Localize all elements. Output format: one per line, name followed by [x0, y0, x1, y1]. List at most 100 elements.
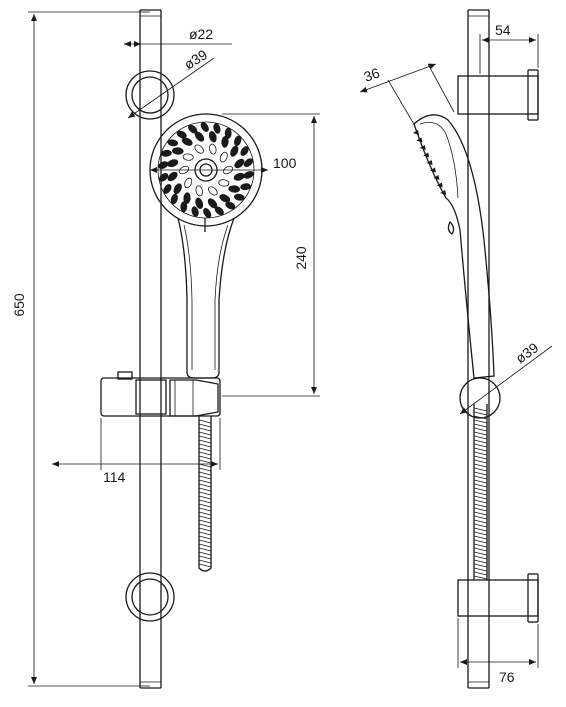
hose-coil: [473, 411, 488, 416]
side-view: 54 36 ø39: [359, 9, 553, 689]
hose-coil: [473, 471, 488, 476]
hose-coil: [473, 523, 488, 528]
nozzle: [208, 186, 218, 196]
nozzle: [230, 145, 239, 157]
nozzle: [225, 201, 236, 210]
nozzle: [218, 179, 230, 187]
hose-coil: [198, 515, 212, 520]
bracket-projection-dimension: 54: [479, 22, 539, 74]
handshower-length-label: 240: [293, 246, 309, 270]
handshower-length-dimension: 240: [222, 113, 320, 397]
nozzle: [208, 131, 217, 143]
hose-coil: [198, 435, 212, 440]
bracket-projection-label: 54: [495, 22, 511, 38]
hose-coil: [198, 443, 212, 448]
hose-coil: [198, 507, 212, 512]
rail-diameter-dimension: ø22: [124, 26, 232, 47]
nozzle: [191, 206, 199, 217]
hose-coil: [198, 467, 212, 472]
nozzle: [184, 177, 193, 189]
nozzle: [195, 197, 204, 209]
nozzle-tooth: [430, 167, 436, 173]
shower-hose-front: [198, 416, 212, 572]
nozzle-tooth: [423, 152, 430, 158]
hose-coil: [473, 407, 488, 412]
nozzle: [167, 159, 179, 168]
nozzle: [233, 172, 245, 181]
hose-coil: [473, 531, 488, 536]
nozzle-tooth: [426, 160, 433, 165]
nozzle: [182, 153, 194, 161]
hose-coil: [473, 415, 488, 420]
hose-coil: [473, 443, 488, 448]
hose-coil: [473, 439, 488, 444]
hose-coil: [473, 499, 488, 504]
hose-coil: [473, 483, 488, 488]
hose-coil: [473, 571, 488, 576]
head-angle-width-label: 36: [362, 64, 382, 84]
head-diameter-label: 100: [273, 155, 297, 171]
nozzle: [200, 122, 209, 132]
nozzle: [170, 193, 178, 205]
slider-depth-dimension: 114: [52, 418, 221, 485]
nozzle: [213, 123, 221, 134]
hose-coil: [198, 447, 212, 452]
nozzle: [234, 135, 242, 147]
nozzle: [161, 149, 172, 157]
nozzle: [243, 171, 254, 179]
hose-coil: [198, 491, 212, 496]
hose-coil: [198, 487, 212, 492]
hose-coil: [198, 555, 212, 560]
hose-coil: [473, 559, 488, 564]
hose-coil: [198, 463, 212, 468]
side-slide-rail: [467, 9, 490, 689]
hose-coil: [473, 563, 488, 568]
hose-coil: [473, 463, 488, 468]
hose-coil: [198, 511, 212, 516]
hose-coil: [473, 459, 488, 464]
hose-coil: [198, 479, 212, 484]
hose-coil: [198, 431, 212, 436]
hose-coil: [473, 487, 488, 492]
hose-coil: [198, 531, 212, 536]
hose-coil: [473, 495, 488, 500]
nozzle: [240, 183, 251, 191]
hose-coil: [473, 491, 488, 496]
shower-hose-side: [473, 404, 488, 580]
side-top-bracket: [457, 69, 539, 121]
hose-coil: [198, 451, 212, 456]
hose-coil: [473, 427, 488, 432]
hose-coil: [198, 427, 212, 432]
hose-coil: [198, 519, 212, 524]
hose-coil: [198, 551, 212, 556]
nozzle: [233, 193, 245, 201]
hose-coil: [198, 527, 212, 532]
nozzle: [158, 161, 169, 169]
nozzle: [203, 208, 212, 218]
nozzle: [181, 137, 193, 146]
hose-coil: [198, 547, 212, 552]
top-wall-bracket: ø39: [125, 46, 215, 120]
hose-coil: [473, 543, 488, 548]
rail-diameter-label: ø22: [189, 26, 213, 42]
hose-coil: [473, 567, 488, 572]
nozzle: [224, 127, 232, 139]
nozzle: [214, 206, 224, 216]
hose-coil: [473, 519, 488, 524]
bracket-depth-label: 76: [499, 669, 515, 685]
side-ring-diameter-label: ø39: [512, 339, 541, 366]
side-bottom-bracket: [457, 573, 539, 623]
hose-coil: [473, 423, 488, 428]
hose-coil: [473, 511, 488, 516]
nozzle: [195, 185, 203, 197]
nozzle: [158, 172, 169, 182]
hose-coil: [198, 543, 212, 548]
slider-holder: [100, 371, 221, 417]
hose-coil: [473, 451, 488, 456]
nozzle: [219, 151, 228, 163]
hose-coil: [473, 435, 488, 440]
hose-coil: [473, 527, 488, 532]
hose-coil: [473, 551, 488, 556]
nozzle: [194, 131, 205, 142]
